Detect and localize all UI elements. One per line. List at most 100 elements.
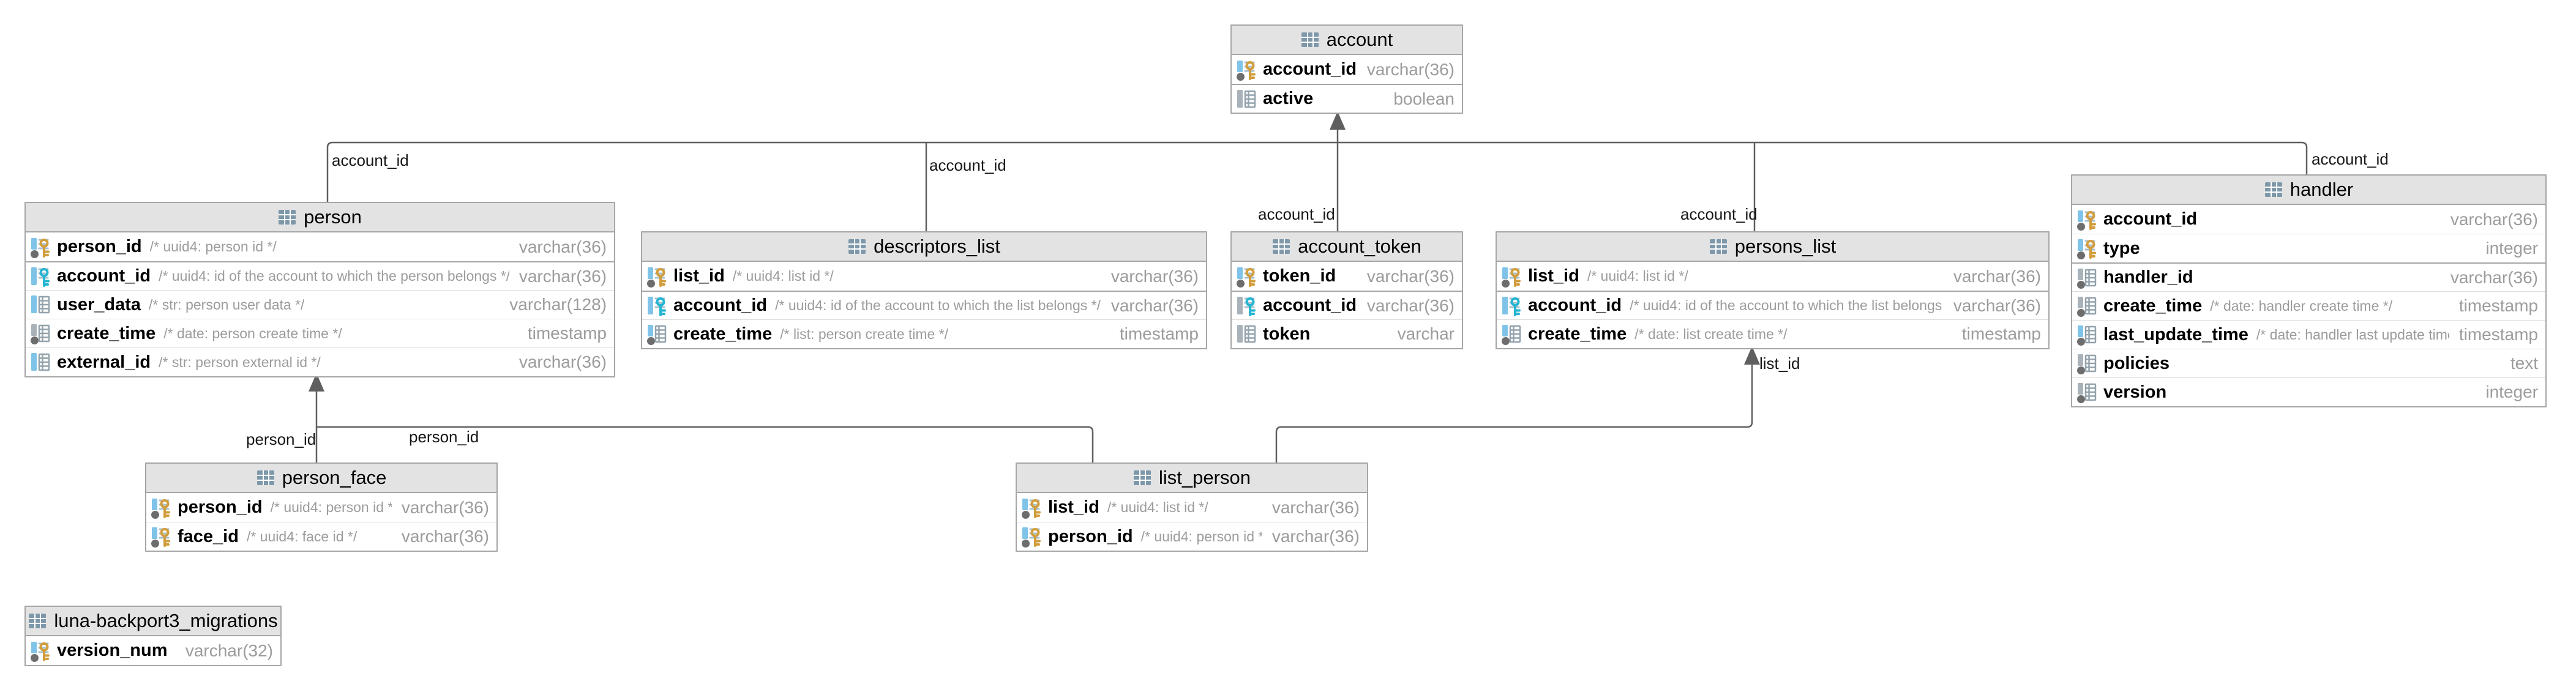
column-row-last_update_time[interactable]: last_update_time/* date: handler last up… (2072, 320, 2545, 349)
table-name: person_face (282, 467, 387, 488)
column-comment: /* uuid4: person id */ (149, 239, 277, 254)
column-name: account_id (1528, 295, 1622, 315)
column-type: varchar(36) (519, 237, 607, 256)
table-header[interactable]: account_token (1232, 232, 1462, 262)
column-icon (2077, 295, 2098, 317)
column-row-version[interactable]: version integer (2072, 377, 2545, 406)
column-row-list_id[interactable]: list_id/* uuid4: list id */varchar(36) (642, 262, 1206, 291)
table-header[interactable]: handler (2072, 176, 2545, 205)
table-grid-icon (2264, 182, 2282, 197)
table-header[interactable]: list_person (1017, 464, 1367, 493)
column-row-list_id[interactable]: list_id/* uuid4: list id */varchar(36) (1497, 262, 2048, 291)
column-row-list_id[interactable]: list_id/* uuid4: list id */varchar(36) (1017, 493, 1367, 522)
column-row-create_time[interactable]: create_time/* date: list create time */t… (1497, 319, 2048, 348)
fk-column-label: account_id (332, 151, 409, 169)
table-header[interactable]: luna-backport3_migrations (26, 607, 280, 636)
table-header[interactable]: person_face (146, 464, 496, 493)
table-name: descriptors_list (874, 236, 1000, 257)
column-row-person_id[interactable]: person_id /* uuid4: person id */ varchar(3… (26, 232, 614, 261)
primary-key-icon (1502, 266, 1522, 288)
table-grid-icon (29, 614, 47, 628)
fk-column-label: account_id (1680, 205, 1758, 223)
column-row-account_id[interactable]: account_id/* uuid4: id of the account to… (26, 261, 614, 290)
column-comment: /* list: person create time */ (780, 325, 949, 342)
column-name: handler_id (2103, 267, 2193, 287)
column-type: timestamp (1961, 324, 2041, 343)
column-row-face_id[interactable]: face_id/* uuid4: face id */varchar(36) (146, 522, 496, 551)
column-icon (1237, 88, 1257, 110)
primary-key-icon (151, 497, 172, 519)
column-name: version (2103, 382, 2167, 402)
table-header[interactable]: account (1232, 26, 1462, 55)
primary-key-icon (31, 236, 51, 258)
column-type: integer (2485, 382, 2538, 401)
column-type: varchar(32) (185, 641, 273, 660)
table-header[interactable]: persons_list (1497, 232, 2048, 262)
fk-column-label: account_id (1258, 205, 1335, 223)
primary-key-icon (1237, 59, 1257, 81)
primary-key-icon (151, 525, 172, 548)
table-header[interactable]: descriptors_list (642, 232, 1206, 262)
table-descriptors_list[interactable]: descriptors_list list_id/* uuid4: list id… (641, 231, 1207, 349)
table-person[interactable]: person person_id /* uuid4: person id */ var… (24, 202, 615, 377)
column-comment: /* str: person external id */ (159, 354, 321, 370)
column-type: varchar(36) (519, 266, 607, 286)
fk-list_person-person (316, 426, 1094, 462)
foreign-key-icon (1237, 295, 1257, 317)
table-header[interactable]: person (26, 203, 614, 232)
column-icon (1237, 323, 1257, 345)
primary-key-icon (1237, 266, 1257, 288)
column-row-person_id[interactable]: person_id/* uuid4: person id */varchar(3… (1017, 522, 1367, 551)
column-type: varchar(36) (1366, 295, 1455, 315)
column-row-person_id[interactable]: person_id/* uuid4: person id */varchar(3… (146, 493, 496, 522)
column-name: list_id (673, 266, 725, 286)
column-row-account_id[interactable]: account_id /* uuid4: id of the account to… (1497, 291, 2048, 319)
column-icon (31, 294, 51, 316)
column-row-create_time[interactable]: create_time/* list: person create time *… (642, 319, 1206, 348)
column-row-user_data[interactable]: user_data/* str: person user data */varc… (26, 290, 614, 319)
column-comment: /* uuid4: person id */ (270, 499, 392, 515)
column-name: external_id (57, 352, 151, 372)
column-name: type (2103, 238, 2140, 258)
column-type: varchar(36) (1366, 266, 1455, 286)
column-comment: /* uuid4: face id */ (246, 528, 358, 544)
arrowhead-into-persons_list (1744, 346, 1760, 365)
column-row-create_time[interactable]: create_time/* date: person create time *… (26, 319, 614, 347)
table-name: account (1326, 29, 1393, 50)
column-row-account_id[interactable]: account_id/* uuid4: id of the account to… (642, 291, 1206, 319)
column-comment: /* uuid4: id of the account to which the… (1630, 297, 1944, 313)
column-row-external_id[interactable]: external_id /* str: person external id */… (26, 347, 614, 376)
table-person_face[interactable]: person_face person_id/* uuid4: person id … (145, 462, 498, 552)
column-icon (2077, 352, 2098, 374)
fk-column-label: person_id (246, 430, 316, 448)
column-row-create_time[interactable]: create_time/* date: handler create time … (2072, 291, 2545, 320)
column-type: varchar(36) (1110, 295, 1199, 315)
column-icon (1502, 323, 1522, 345)
fk-column-label: list_id (1759, 354, 1800, 373)
column-name: person_id (57, 237, 142, 256)
column-type: varchar(36) (1110, 266, 1199, 286)
table-name: account_token (1298, 236, 1421, 257)
column-name: account_id (673, 295, 768, 315)
table-grid-icon (1134, 470, 1151, 485)
column-type: timestamp (2458, 325, 2538, 344)
table-grid-icon (1301, 32, 1319, 47)
column-comment: /* str: person user data */ (149, 296, 305, 313)
